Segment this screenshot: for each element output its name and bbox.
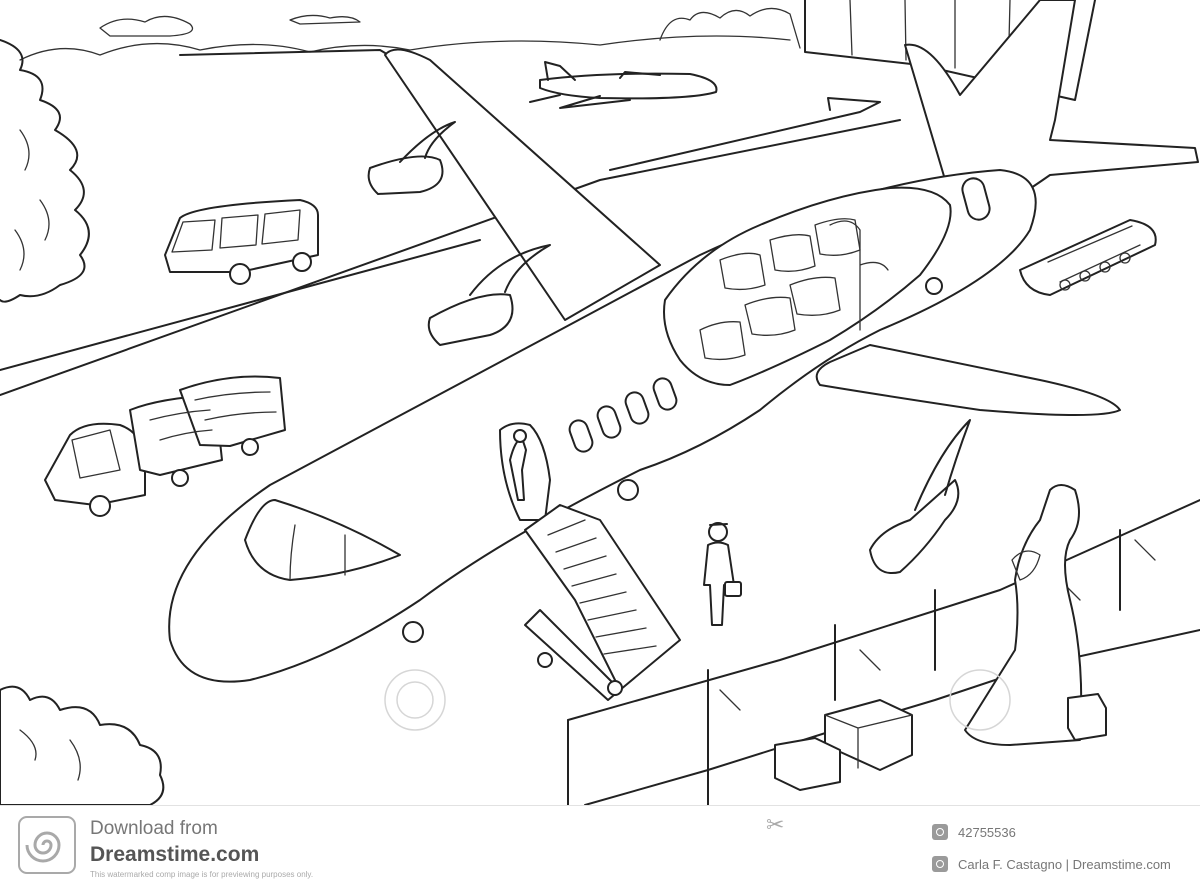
watermark-overlay (384, 669, 1011, 731)
landing-gear (402, 277, 943, 643)
credit-row: Carla F. Castagno | Dreamstime.com (932, 854, 1171, 874)
wing-upper (384, 48, 661, 321)
belt-loader (1019, 219, 1157, 296)
bush-bottom-left (0, 685, 165, 805)
stock-watermark-footer: Download from Dreamstime.com This waterm… (0, 805, 1200, 892)
luggage (774, 693, 1107, 791)
horizon-trees (19, 7, 801, 61)
tree-left (0, 39, 90, 303)
pilot-figure (703, 522, 742, 626)
distant-airplane (529, 61, 718, 109)
engine-lower (869, 419, 971, 574)
baggage-cart-train (44, 375, 286, 517)
engine-upper (367, 121, 456, 195)
dreamstime-spiral-logo-icon (18, 816, 76, 874)
cockpit-windshield (244, 499, 401, 581)
engine-middle (427, 244, 551, 346)
scissors-icon: ✂ (766, 812, 785, 837)
watermark-note: This watermarked comp image is for previ… (90, 870, 314, 879)
image-id-row: 42755536 (932, 822, 1016, 842)
aircraft-door (499, 422, 551, 521)
fuselage-windows (568, 177, 991, 453)
cabin-cutaway (663, 186, 952, 386)
cockpit-divider (289, 524, 346, 581)
photographer-credit: Carla F. Castagno | Dreamstime.com (958, 856, 1171, 872)
shuttle-bus (164, 199, 319, 285)
woman-with-child (964, 484, 1083, 746)
brand-name: Dreamstime.com (90, 843, 260, 866)
coloring-page-illustration (0, 0, 1200, 805)
airport-scene (0, 0, 1200, 805)
boarding-stairs (524, 504, 681, 701)
download-from-label: Download from (90, 818, 218, 839)
camera-icon (932, 856, 948, 872)
wing-lower (815, 344, 1121, 416)
camera-icon (932, 824, 948, 840)
image-id: 42755536 (958, 824, 1016, 840)
